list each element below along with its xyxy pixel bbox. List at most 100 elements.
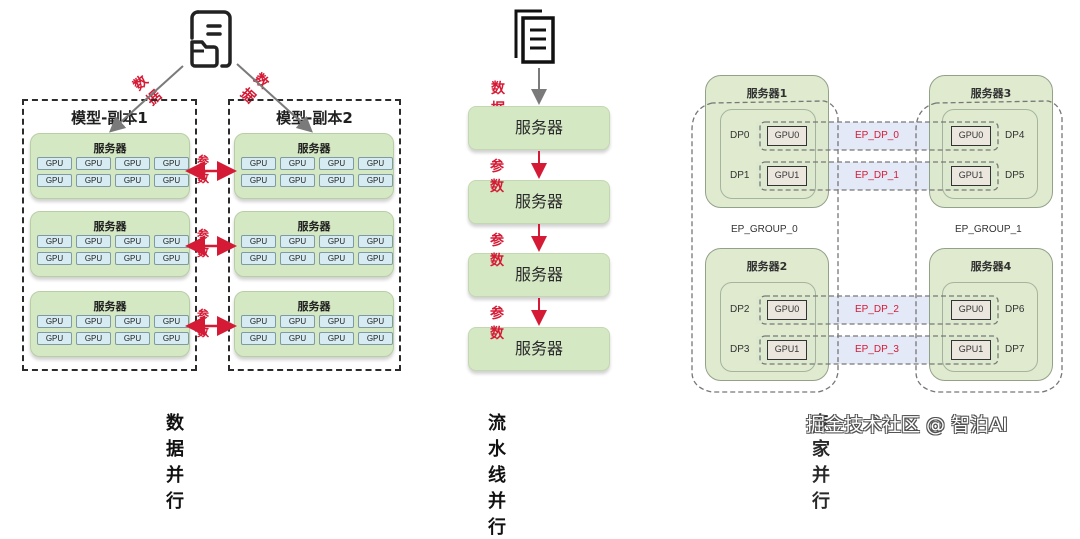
gpu-cell: GPU <box>319 332 354 345</box>
gpu-cell: GPU <box>241 332 276 345</box>
gpu-cell: GPU <box>115 235 150 248</box>
server-title: 服务器 <box>297 300 331 313</box>
gpu-cell: GPU <box>241 157 276 170</box>
gpu-cell: GPU <box>241 174 276 187</box>
gpu-cell: GPU <box>37 252 72 265</box>
gpu-box: GPU0 <box>951 126 991 146</box>
gpu-cell: GPU <box>115 315 150 328</box>
ep-server-3: 服务器3 <box>929 75 1053 208</box>
gpu-cell: GPU <box>154 235 189 248</box>
gpu-box: GPU1 <box>767 340 807 360</box>
gpu-cell: GPU <box>76 315 111 328</box>
dp-label: DP7 <box>1005 344 1025 355</box>
gpu-cell: GPU <box>280 315 315 328</box>
server-title: 服务器 <box>93 220 127 233</box>
gpu-cell: GPU <box>358 157 393 170</box>
param-label: 参数 <box>197 154 210 185</box>
gpu-box: GPU1 <box>951 166 991 186</box>
gpu-cell: GPU <box>76 157 111 170</box>
param-label: 参数 <box>197 308 210 339</box>
gpu-cell: GPU <box>358 252 393 265</box>
ep-dp-label: EP_DP_0 <box>855 130 899 141</box>
pipeline-server: 服务器 <box>468 106 610 150</box>
gpu-cell: GPU <box>154 174 189 187</box>
data-parallel-caption: 数据并行 <box>166 413 184 512</box>
gpu-cell: GPU <box>76 235 111 248</box>
gpu-cell: GPU <box>115 174 150 187</box>
pipeline-server: 服务器 <box>468 253 610 297</box>
param-label: 参数 <box>490 233 504 269</box>
gpu-cell: GPU <box>154 157 189 170</box>
replica-title: 模型-副本1 <box>71 109 148 127</box>
gpu-cell: GPU <box>358 174 393 187</box>
dp-label: DP1 <box>730 170 750 181</box>
server-title: 服务器 <box>297 220 331 233</box>
server-title: 服务器1 <box>746 87 788 100</box>
gpu-cell: GPU <box>358 332 393 345</box>
gpu-box: GPU0 <box>951 300 991 320</box>
ep-dp-label: EP_DP_3 <box>855 344 899 355</box>
gpu-cell: GPU <box>37 157 72 170</box>
document-copy-icon <box>514 9 555 64</box>
gpu-cell: GPU <box>115 332 150 345</box>
ep-dp-label: EP_DP_2 <box>855 304 899 315</box>
gpu-cell: GPU <box>358 315 393 328</box>
gpu-cell: GPU <box>319 252 354 265</box>
server: 服务器 GPU GPU GPU GPU GPU GPU GPU GPU <box>30 211 190 277</box>
dp-label: DP3 <box>730 344 750 355</box>
gpu-cell: GPU <box>319 174 354 187</box>
gpu-cell: GPU <box>115 252 150 265</box>
gpu-box: GPU1 <box>767 166 807 186</box>
dp-label: DP5 <box>1005 170 1025 181</box>
gpu-cell: GPU <box>319 235 354 248</box>
gpu-cell: GPU <box>154 252 189 265</box>
gpu-box: GPU0 <box>767 300 807 320</box>
gpu-grid: GPU GPU GPU GPU GPU GPU GPU GPU <box>37 157 189 187</box>
param-label: 参数 <box>490 306 504 342</box>
gpu-cell: GPU <box>37 235 72 248</box>
gpu-cell: GPU <box>280 235 315 248</box>
pipeline-parallel-caption: 流水线并行 <box>488 413 506 538</box>
server-title: 服务器4 <box>970 260 1012 273</box>
gpu-cell: GPU <box>37 332 72 345</box>
gpu-cell: GPU <box>37 174 72 187</box>
pipeline-server: 服务器 <box>468 327 610 371</box>
dp-label: DP4 <box>1005 130 1025 141</box>
gpu-cell: GPU <box>154 332 189 345</box>
param-label: 参数 <box>197 228 210 259</box>
server-title: 服务器2 <box>746 260 788 273</box>
gpu-cell: GPU <box>280 252 315 265</box>
server: 服务器 GPU GPU GPU GPU GPU GPU GPU GPU <box>30 133 190 199</box>
gpu-box: GPU1 <box>951 340 991 360</box>
gpu-cell: GPU <box>76 174 111 187</box>
gpu-box: GPU0 <box>767 126 807 146</box>
server-title: 服务器 <box>93 142 127 155</box>
gpu-cell: GPU <box>319 315 354 328</box>
gpu-cell: GPU <box>76 332 111 345</box>
gpu-cell: GPU <box>37 315 72 328</box>
gpu-cell: GPU <box>241 235 276 248</box>
document-folder-icon <box>190 10 232 68</box>
gpu-cell: GPU <box>280 157 315 170</box>
dp-label: DP0 <box>730 130 750 141</box>
gpu-cell: GPU <box>241 315 276 328</box>
watermark: 掘金技术社区 @ 智泊AI <box>806 414 1008 436</box>
gpu-cell: GPU <box>115 157 150 170</box>
dp-label: DP6 <box>1005 304 1025 315</box>
ep-group-label: EP_GROUP_1 <box>955 224 1022 235</box>
gpu-cell: GPU <box>319 157 354 170</box>
ep-server-4: 服务器4 <box>929 248 1053 381</box>
pipeline-server: 服务器 <box>468 180 610 224</box>
param-label: 参数 <box>490 159 504 195</box>
gpu-cell: GPU <box>76 252 111 265</box>
ep-group-label: EP_GROUP_0 <box>731 224 798 235</box>
gpu-cell: GPU <box>280 174 315 187</box>
gpu-grid: GPU GPU GPU GPU GPU GPU GPU GPU <box>241 157 393 187</box>
